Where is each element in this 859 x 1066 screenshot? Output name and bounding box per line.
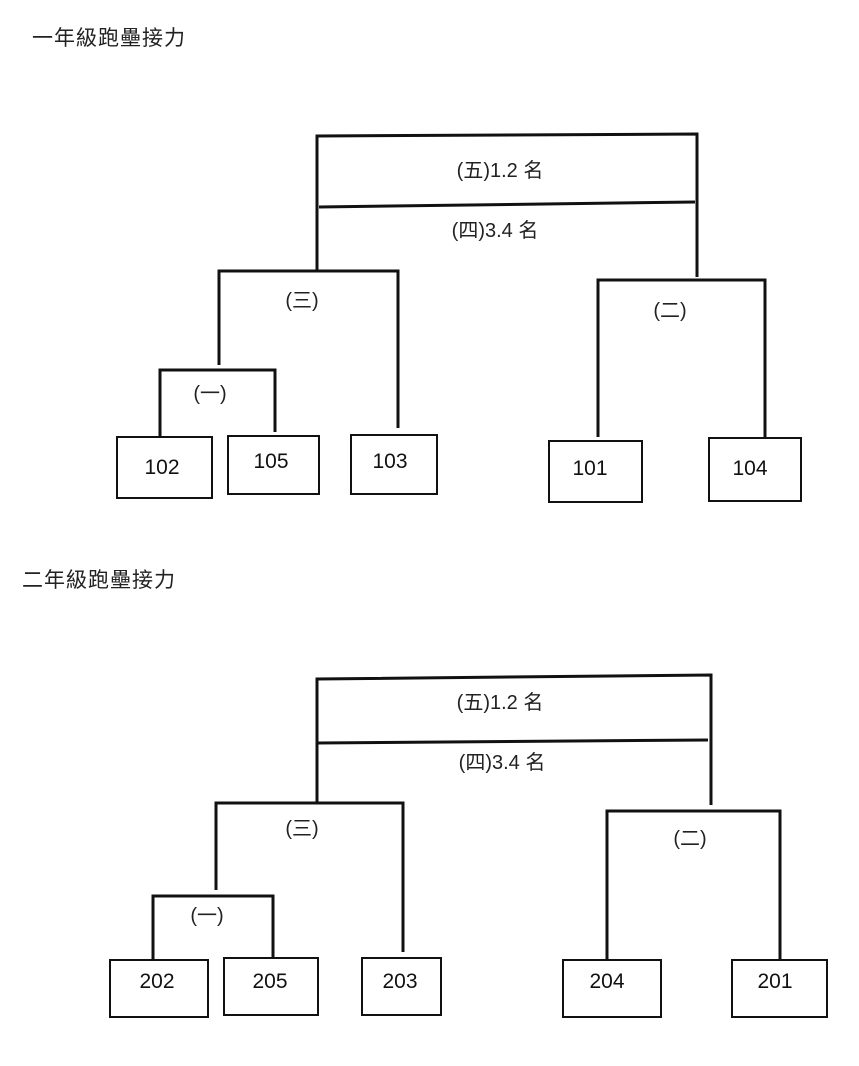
team-box [350, 434, 438, 495]
grade2-bracket: (五)1.2 名 (四)3.4 名 (三) (一) (二) 202 205 20… [109, 673, 828, 1018]
round2-label: (二) [673, 828, 706, 850]
final-label: (五)1.2 名 [457, 159, 544, 182]
team-box [361, 957, 442, 1016]
team-box [223, 957, 319, 1016]
team-box [109, 959, 209, 1018]
team-box [731, 959, 828, 1018]
round3-label: (三) [285, 818, 318, 840]
team-label: 102 [144, 456, 179, 479]
final-bracket-line [315, 673, 713, 805]
round1-bracket-line [151, 894, 275, 960]
round1-bracket-line [158, 368, 277, 437]
round2-label: (二) [653, 300, 686, 322]
team-box [708, 437, 802, 502]
grade1-bracket: (五)1.2 名 (四)3.4 名 (三) (一) (二) 102 105 10… [116, 132, 802, 503]
team-label: 201 [757, 970, 792, 993]
team-label: 202 [139, 970, 174, 993]
round3-bracket-line [214, 801, 405, 952]
team-label: 204 [589, 970, 624, 993]
team-label: 103 [372, 450, 407, 473]
round1-label: (一) [190, 905, 223, 927]
team-label: 104 [732, 457, 767, 480]
final-label: (五)1.2 名 [457, 691, 544, 714]
round1-label: (一) [193, 383, 226, 405]
team-box [562, 959, 662, 1018]
team-box [227, 435, 320, 495]
third-place-divider [317, 738, 709, 745]
team-box [116, 436, 213, 499]
team-box [548, 440, 643, 503]
team-label: 101 [572, 457, 607, 480]
round2-bracket-line [596, 278, 767, 440]
third-place-label: (四)3.4 名 [452, 219, 539, 242]
grade2-title: 二年級跑壘接力 [22, 568, 176, 592]
third-place-label: (四)3.4 名 [459, 751, 546, 774]
grade1-title: 一年級跑壘接力 [32, 26, 186, 50]
team-label: 105 [253, 450, 288, 473]
round3-bracket-line [217, 269, 400, 428]
team-label: 203 [382, 970, 417, 993]
third-place-divider [318, 200, 696, 209]
round2-bracket-line [605, 809, 782, 960]
final-bracket-line [315, 132, 699, 277]
team-label: 205 [252, 970, 287, 993]
round3-label: (三) [285, 290, 318, 312]
